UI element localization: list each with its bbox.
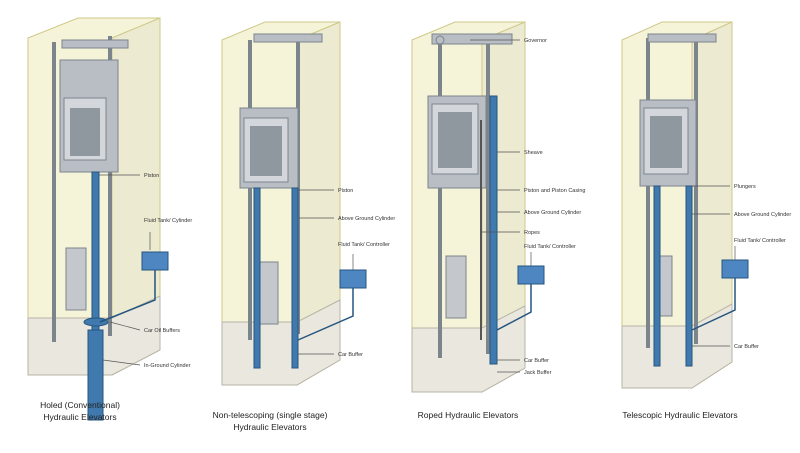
hydraulic-line bbox=[99, 270, 156, 323]
landing-door bbox=[445, 255, 467, 319]
plunger-left bbox=[653, 185, 661, 367]
label-above-ground-cylinder: Above Ground Cylinder bbox=[734, 212, 791, 218]
car-door-opening bbox=[250, 126, 282, 176]
label-car-buffer: Car Buffer bbox=[734, 344, 759, 350]
guide-rail-right bbox=[108, 36, 112, 336]
guide-rail-right bbox=[694, 34, 698, 344]
above-ground-cylinder-left bbox=[253, 187, 261, 369]
label-above-ground-cylinder: Above Ground Cylinder bbox=[338, 216, 395, 222]
car-oil-buffer bbox=[83, 317, 109, 327]
above-ground-cylinder-right bbox=[291, 187, 299, 369]
guide-rail-left bbox=[248, 40, 252, 340]
fluid-tank bbox=[721, 259, 749, 279]
in-ground-cylinder bbox=[87, 329, 104, 421]
car-door-opening bbox=[438, 112, 472, 168]
guide-rail-left bbox=[438, 38, 442, 358]
top-beam bbox=[253, 33, 323, 43]
car-door-opening bbox=[70, 108, 100, 156]
guide-rail-right bbox=[486, 34, 490, 354]
guide-rail-left bbox=[646, 38, 650, 348]
piston-casing bbox=[489, 95, 498, 365]
hydraulic-line bbox=[297, 288, 354, 341]
top-beam bbox=[647, 33, 717, 43]
label-plungers: Plungers bbox=[734, 184, 756, 190]
landing-door bbox=[65, 247, 87, 311]
label-ropes: Ropes bbox=[524, 230, 540, 236]
diagram-holed: Piston Fluid Tank/ Cylinder Car Oil Buff… bbox=[27, 17, 192, 422]
fluid-tank bbox=[141, 251, 169, 271]
top-beam bbox=[61, 39, 129, 49]
label-fluid-tank: Fluid Tank/ Controller bbox=[338, 242, 390, 248]
caption-line-2: Hydraulic Elevators bbox=[43, 412, 116, 422]
top-beam bbox=[431, 33, 513, 45]
label-above-ground-cylinder: Above Ground Cylinder bbox=[524, 210, 581, 216]
label-car-buffer: Car Buffer bbox=[524, 358, 549, 364]
leader-cylinder bbox=[102, 359, 141, 366]
label-fluid-tank: Fluid Tank/ Controller bbox=[734, 238, 786, 244]
leader-buffer bbox=[109, 321, 141, 331]
label-fluid-tank: Fluid Tank/ Cylinder bbox=[144, 218, 192, 224]
guide-rail-left bbox=[52, 42, 56, 342]
label-car-oil-buffers: Car Oil Buffers bbox=[144, 328, 180, 334]
label-jack-buffer: Jack Buffer bbox=[524, 370, 552, 376]
landing-door bbox=[257, 261, 279, 325]
car-door-opening bbox=[650, 116, 682, 168]
fluid-tank bbox=[339, 269, 367, 289]
caption-line-2: Hydraulic Elevators bbox=[233, 422, 306, 432]
caption-line-1: Holed (Conventional) bbox=[40, 400, 120, 410]
diagram-telescopic: Plungers Above Ground Cylinder Fluid Tan… bbox=[621, 21, 791, 420]
fluid-tank bbox=[517, 265, 545, 285]
label-governor: Governor bbox=[524, 38, 547, 44]
label-car-buffer: Car Buffer bbox=[338, 352, 363, 358]
hydraulic-line bbox=[691, 278, 736, 331]
label-sheave: Sheave bbox=[524, 150, 543, 156]
label-piston-casing: Piston and Piston Casing bbox=[524, 188, 585, 194]
label-piston: Piston bbox=[338, 188, 353, 194]
diagram-roped: Governor Sheave Piston and Piston Casing… bbox=[411, 21, 585, 420]
label-in-ground-cylinder: In-Ground Cylinder bbox=[144, 363, 191, 369]
caption-line-1: Roped Hydraulic Elevators bbox=[418, 410, 519, 420]
governor bbox=[435, 35, 445, 45]
plunger-right bbox=[685, 185, 693, 367]
hydraulic-line bbox=[496, 284, 532, 331]
label-fluid-tank: Fluid Tank/ Controller bbox=[524, 244, 576, 250]
caption-line-1: Non-telescoping (single stage) bbox=[213, 410, 328, 420]
ropes bbox=[480, 120, 482, 340]
diagram-non-telescoping: Piston Above Ground Cylinder Fluid Tank/… bbox=[213, 21, 395, 432]
caption-line-1: Telescopic Hydraulic Elevators bbox=[622, 410, 737, 420]
label-piston: Piston bbox=[144, 173, 159, 179]
